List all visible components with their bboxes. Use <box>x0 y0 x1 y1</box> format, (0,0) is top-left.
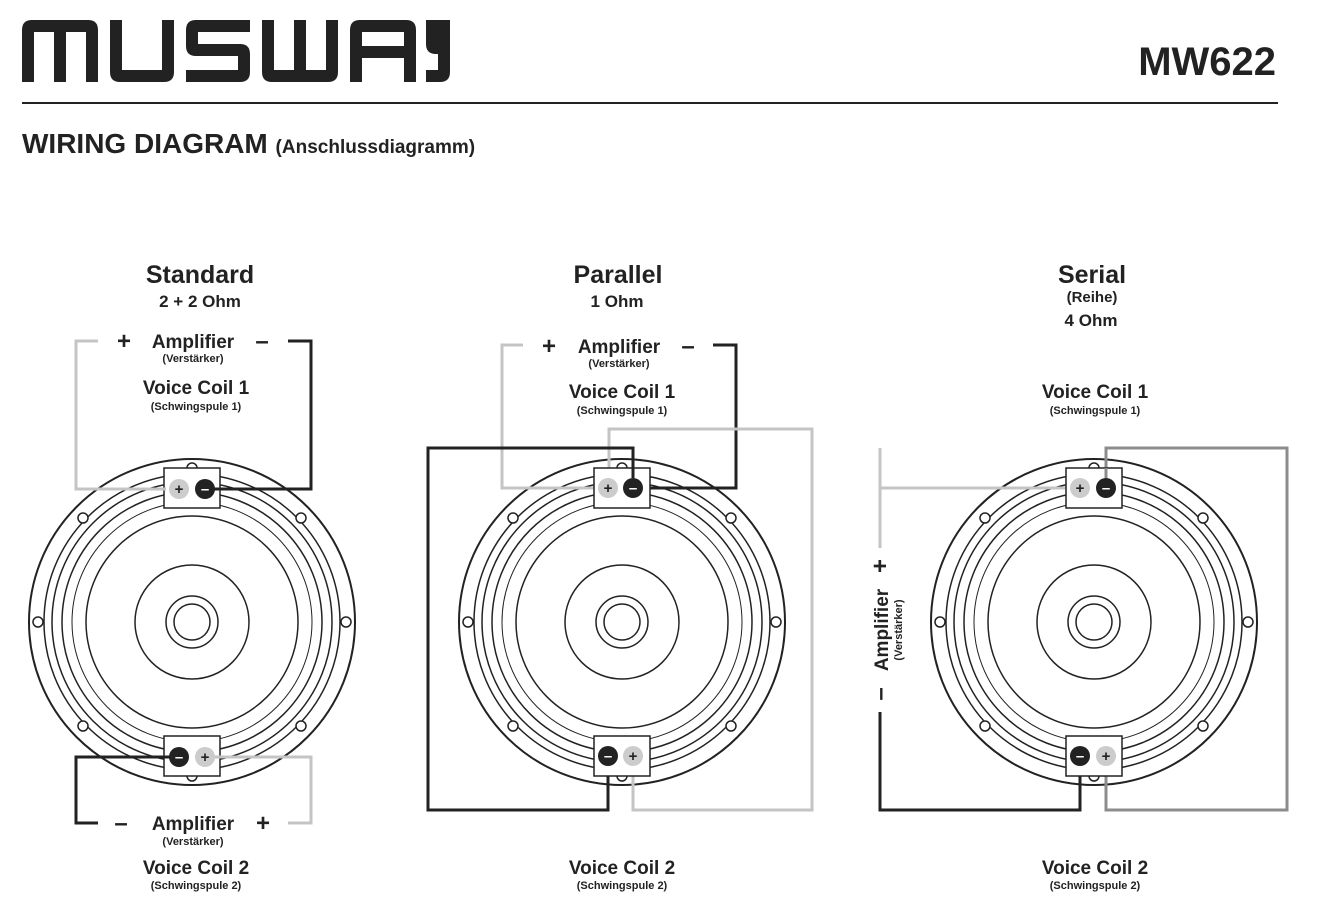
header-divider <box>22 102 1278 104</box>
terminal-plus-sign: + <box>1102 748 1111 765</box>
wire-positive-bridge <box>607 427 814 812</box>
impedance-standard: 2 + 2 Ohm <box>159 292 241 311</box>
coil2-label-parallel: Voice Coil 2 <box>569 858 675 879</box>
wire-positive-bottom <box>204 755 313 825</box>
terminal-minus-sign: – <box>201 481 209 498</box>
wire-negative-top <box>214 339 313 491</box>
wire-amp-positive <box>500 343 596 490</box>
terminal-plus-sign: + <box>201 749 210 766</box>
terminal-plus-sign: + <box>604 480 613 497</box>
title-sub: (Anschlussdiagramm) <box>275 137 476 158</box>
terminal-plus-sign: + <box>629 748 638 765</box>
wire-serial-positive <box>878 448 1068 548</box>
coil2-sub-parallel: (Schwingspule 2) <box>577 880 668 892</box>
coil1-label-serial: Voice Coil 1 <box>1042 382 1149 403</box>
terminal-positive-icon <box>623 746 643 766</box>
coil1-sub-parallel: (Schwingspule 1) <box>577 405 668 417</box>
title-sub-serial: (Reihe) <box>1067 289 1118 306</box>
terminal-minus-sign: – <box>629 480 637 497</box>
amp-label-serial: Amplifier <box>872 588 893 671</box>
terminal-minus-sign: – <box>1076 748 1084 765</box>
page-title: WIRING DIAGRAM (Anschlussdiagramm) <box>22 128 475 160</box>
terminal-minus-sign: – <box>604 748 612 765</box>
terminal-negative-icon <box>598 746 618 766</box>
terminal-negative-icon <box>623 478 643 498</box>
coil2-sub-serial: (Schwingspule 2) <box>1050 880 1141 892</box>
amp-sub-parallel: (Verstärker) <box>588 358 649 370</box>
amp-label-top: Amplifier <box>152 332 235 353</box>
wire-negative-bridge <box>426 446 635 812</box>
terminal-positive-icon <box>169 479 189 499</box>
standard-panel: + – – + Standard 2 + 2 Ohm + – Amplifier… <box>28 261 356 892</box>
terminal-positive-icon <box>598 478 618 498</box>
coil1-label-parallel: Voice Coil 1 <box>569 382 676 403</box>
terminal-negative-icon <box>1096 478 1116 498</box>
amp-plus-sign: + <box>117 328 131 355</box>
amp-minus-sign: – <box>255 328 268 355</box>
terminal-minus-sign: – <box>1102 480 1110 497</box>
terminal-plus-sign: + <box>175 481 184 498</box>
coil2-sub-standard: (Schwingspule 2) <box>151 880 242 892</box>
wire-positive-top <box>74 339 166 491</box>
impedance-serial: 4 Ohm <box>1065 311 1118 330</box>
amp-sub-bottom: (Verstärker) <box>162 836 223 848</box>
amp-minus-sign: – <box>681 333 694 360</box>
title-main: WIRING DIAGRAM <box>22 128 268 159</box>
terminal-negative-icon <box>1070 746 1090 766</box>
terminal-negative-icon <box>195 479 215 499</box>
amp-minus-sign: – <box>867 687 894 700</box>
model-number: MW622 <box>1138 40 1276 84</box>
amp-sub-serial: (Verstärker) <box>893 599 905 660</box>
wire-negative-bottom <box>74 755 178 825</box>
terminal-positive-icon <box>1070 478 1090 498</box>
amp-plus-sign: + <box>256 810 270 837</box>
parallel-panel: + – – + Parallel 1 Ohm + – Amplifier (Ve… <box>426 261 814 892</box>
amp-plus-sign: + <box>542 333 556 360</box>
amp-label-parallel: Amplifier <box>578 337 661 358</box>
panel-title-parallel: Parallel <box>574 261 663 289</box>
coil1-label-standard: Voice Coil 1 <box>143 378 250 399</box>
terminal-positive-icon <box>195 747 215 767</box>
impedance-parallel: 1 Ohm <box>591 292 644 311</box>
terminal-negative-icon <box>169 747 189 767</box>
amp-sub-top: (Verstärker) <box>162 353 223 365</box>
coil2-label-serial: Voice Coil 2 <box>1042 858 1148 879</box>
terminal-plus-sign: + <box>1076 480 1085 497</box>
musway-logo <box>22 20 450 82</box>
wire-serial-negative <box>878 712 1082 812</box>
amp-plus-sign: + <box>867 559 894 573</box>
serial-panel: + – – + Serial (Reihe) 4 Ohm Voice Coil … <box>867 261 1289 892</box>
panel-title-standard: Standard <box>146 261 254 289</box>
coil1-sub-standard: (Schwingspule 1) <box>151 401 242 413</box>
amp-minus-sign: – <box>114 810 127 837</box>
wire-serial-link <box>1104 446 1289 812</box>
panel-title-serial: Serial <box>1058 261 1126 289</box>
terminal-positive-icon <box>1096 746 1116 766</box>
amp-label-bottom: Amplifier <box>152 814 235 835</box>
terminal-minus-sign: – <box>175 749 183 766</box>
coil2-label-standard: Voice Coil 2 <box>143 858 249 879</box>
wire-amp-negative <box>640 343 738 490</box>
coil1-sub-serial: (Schwingspule 1) <box>1050 405 1141 417</box>
